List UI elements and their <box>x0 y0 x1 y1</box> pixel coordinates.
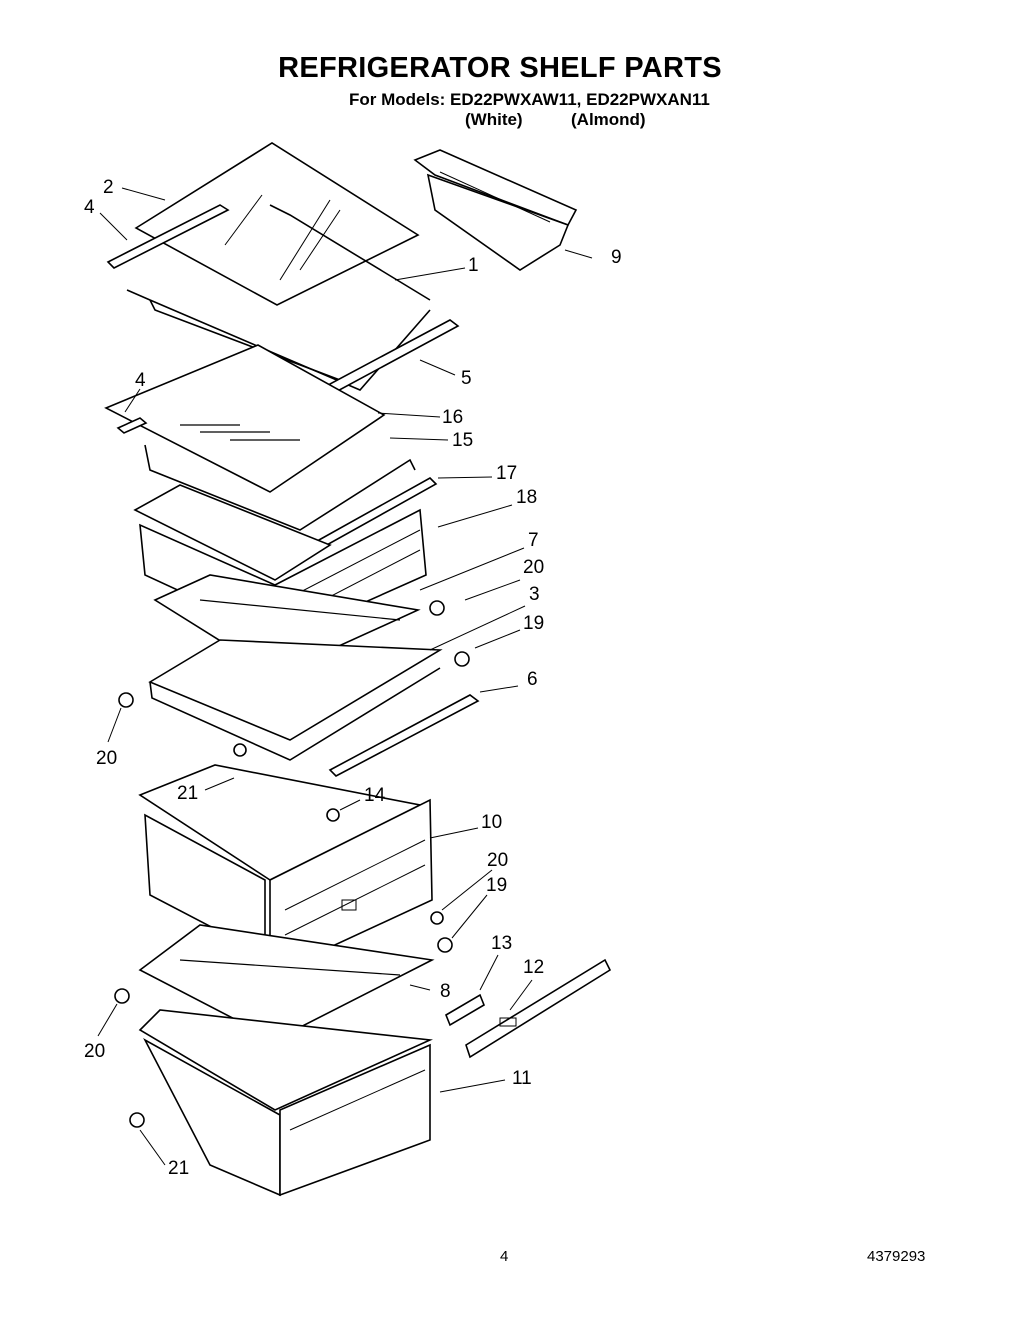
leader-lines <box>97 187 593 1166</box>
callout-19-a: 19 <box>523 613 545 634</box>
part-glass-shelf-middle <box>104 344 416 531</box>
callout-16: 16 <box>442 407 464 428</box>
variant-white-label: (White) <box>465 110 523 129</box>
callout-7: 7 <box>528 530 539 551</box>
callout-5: 5 <box>461 368 472 389</box>
callout-14: 14 <box>364 785 386 806</box>
callout-11: 11 <box>512 1068 532 1089</box>
callout-4-top: 4 <box>84 197 95 218</box>
callout-6: 6 <box>527 669 538 690</box>
callout-3: 3 <box>529 584 540 605</box>
part-drawer-11 <box>138 1009 433 1197</box>
page-number: 4 <box>500 1248 509 1265</box>
callout-10: 10 <box>481 812 503 833</box>
callout-20-a: 20 <box>523 557 545 578</box>
part-bin-9 <box>413 149 578 271</box>
callout-20-d: 20 <box>84 1041 106 1062</box>
callout-20-b: 20 <box>96 748 118 769</box>
callout-18: 18 <box>516 487 538 508</box>
callout-21-b: 21 <box>168 1158 190 1179</box>
part-rail-12 <box>465 958 612 1059</box>
variant-almond-label: (Almond) <box>571 110 646 129</box>
part-bracket-13 <box>445 993 485 1027</box>
callout-2: 2 <box>103 177 114 198</box>
callout-13: 13 <box>491 933 513 954</box>
callout-20-c: 20 <box>487 850 509 871</box>
callout-4-middle: 4 <box>135 370 146 391</box>
models-line: For Models: ED22PWXAW11, ED22PWXAN11 <box>349 90 710 109</box>
fasteners <box>114 600 470 1128</box>
document-number: 4379293 <box>867 1248 926 1265</box>
part-glass-shelf-top <box>126 142 431 391</box>
callout-21-a: 21 <box>177 783 199 804</box>
page-title: REFRIGERATOR SHELF PARTS <box>278 52 722 84</box>
callout-12: 12 <box>523 957 545 978</box>
callout-8: 8 <box>440 981 451 1002</box>
part-frame-6 <box>148 639 480 777</box>
part-cover-8 <box>138 924 435 1041</box>
callout-19-b: 19 <box>486 875 508 896</box>
part-trim-4-top <box>106 204 230 269</box>
callout-17: 17 <box>496 463 518 484</box>
callout-15: 15 <box>452 430 474 451</box>
callout-9: 9 <box>611 247 622 268</box>
callout-1: 1 <box>468 255 479 276</box>
